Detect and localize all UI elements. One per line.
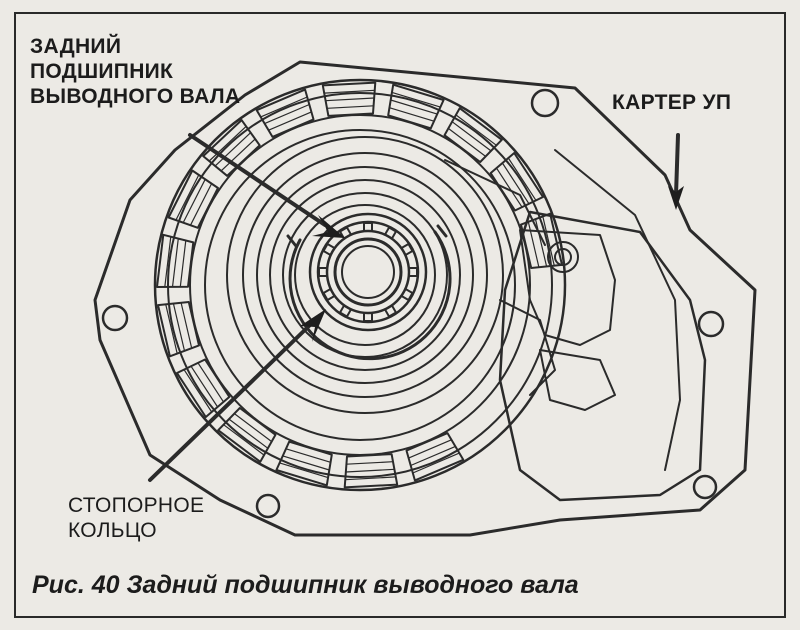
gear-tooth-line <box>412 452 460 474</box>
gear-tooth-line <box>268 111 312 131</box>
bearing-roller <box>318 267 328 277</box>
gear-tooth-line <box>189 183 213 226</box>
gear-tooth-line <box>228 418 269 449</box>
gear-tooth-line <box>345 461 394 465</box>
arrow-head-ring <box>300 309 326 342</box>
gear-tooth-line <box>542 215 555 267</box>
arrow-head-case <box>668 186 684 210</box>
bolt-hole-bottom-right <box>692 474 718 500</box>
gear-tooth-line <box>323 89 376 94</box>
bearing-roller <box>363 312 373 322</box>
housing-flange-lip <box>554 149 681 471</box>
gear-tooth-line <box>410 445 456 467</box>
bolt-hole-left <box>101 304 129 332</box>
gear-tooth-line <box>260 96 308 118</box>
gear-tooth-line <box>447 127 487 157</box>
bearing-roller <box>384 226 397 240</box>
gear-tooth-line <box>501 162 530 205</box>
gear-tooth-line <box>220 138 256 172</box>
figure-frame <box>14 12 786 618</box>
gear-tooth-line <box>171 238 179 288</box>
gear-tooth <box>217 407 277 463</box>
gear-tooth-line <box>223 424 265 456</box>
figure-caption: Рис. 40 Задний подшипник выводного вала <box>32 571 579 599</box>
gear-tooth-line <box>344 476 397 481</box>
bearing-roller <box>408 267 418 277</box>
arrow-head-bearing <box>312 215 345 238</box>
gear-tooth-line <box>451 121 492 152</box>
gear-tooth <box>202 119 261 177</box>
bearing-roller <box>322 243 336 256</box>
gear-tooth-line <box>527 221 540 268</box>
bearing-roller <box>400 243 414 256</box>
gear-tooth-line <box>214 132 252 167</box>
gear-tooth-line <box>390 99 438 115</box>
gear-tooth-line <box>233 413 273 443</box>
gear-tooth-line <box>190 365 219 408</box>
gear-tooth-line <box>408 439 452 459</box>
bearing-roller <box>339 226 352 240</box>
gear-tooth-line <box>495 167 523 208</box>
bolt-hole-top <box>530 88 560 118</box>
gear-tooth-line <box>285 448 332 463</box>
gear-tooth <box>157 301 200 358</box>
gear-tooth-line <box>182 178 206 224</box>
gear-tooth <box>156 233 195 288</box>
gear-tooth <box>387 83 445 130</box>
gear-tooth-line <box>164 236 172 288</box>
bolt-hole-right <box>697 310 725 338</box>
gear-tooth-line <box>165 303 178 355</box>
gear-tooth-line <box>345 468 395 473</box>
inner-rings <box>226 136 504 414</box>
gear-tooth <box>167 169 219 229</box>
gear-tooth <box>343 453 399 489</box>
gear-tooth-line <box>326 105 375 109</box>
bolt-holes <box>101 88 725 519</box>
gear-tooth-line <box>172 302 186 352</box>
gear-tooth-line <box>279 462 329 479</box>
gear-tooth-line <box>175 174 200 221</box>
gear-tooth-line <box>282 455 330 471</box>
bearing-roller <box>363 222 373 232</box>
housing-outline <box>93 60 757 537</box>
snap-ring <box>288 230 452 361</box>
gear-tooth-line <box>179 239 187 288</box>
gear-tooth <box>321 81 377 117</box>
gear-tooth-line <box>264 103 310 125</box>
gear-tooth <box>405 432 465 482</box>
bearing-roller <box>400 288 414 301</box>
shift-mechanism <box>444 159 616 411</box>
gear-tooth <box>443 107 503 163</box>
gear-tooth <box>255 88 315 138</box>
gear-tooth <box>176 358 231 418</box>
bearing-roller <box>322 288 336 301</box>
gear-teeth <box>156 81 563 489</box>
gear-tooth-line <box>507 157 537 201</box>
shaft-splines <box>318 222 418 322</box>
bearing-label: ЗАДНИЙ ПОДШИПНИК ВЫВОДНОГО ВАЛА <box>30 35 241 108</box>
gear-tooth-line <box>534 218 548 268</box>
gear-tooth-line <box>180 302 193 349</box>
case-label: КАРТЕР УП <box>612 91 732 114</box>
bolt-hole-bottom-left <box>255 493 281 519</box>
pointer-arrows <box>148 133 680 482</box>
gear-tooth-line <box>388 107 435 122</box>
gear-tooth-line <box>391 91 441 108</box>
gear-tooth <box>275 440 333 487</box>
gear-tooth-line <box>455 114 497 146</box>
snap-ring-label: СТОПОРНОЕ КОЛЬЦО <box>68 494 205 542</box>
gear-tooth-line <box>197 362 225 403</box>
housing-inner-outline <box>498 210 707 502</box>
bearing-roller <box>384 304 397 318</box>
gear-tooth-line <box>208 125 247 162</box>
gear-tooth <box>489 152 544 212</box>
gear-tooth-line <box>325 97 375 102</box>
gear-tooth-line <box>183 369 213 413</box>
bearing-roller <box>339 304 352 318</box>
